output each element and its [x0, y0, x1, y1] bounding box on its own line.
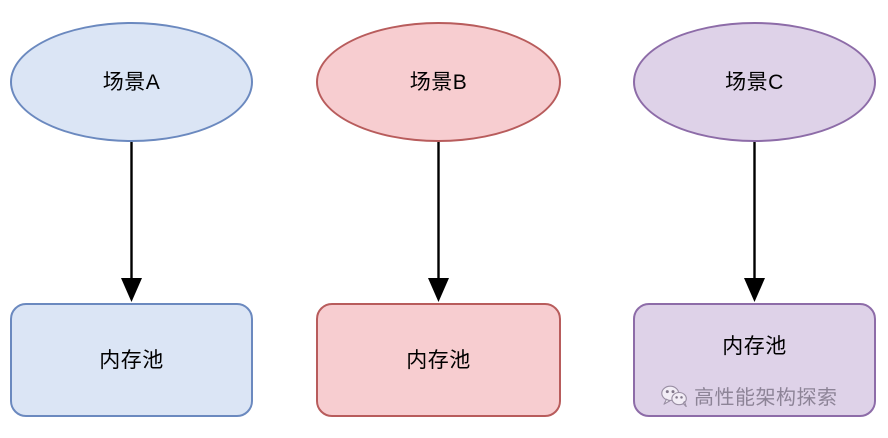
node-memory-pool-b[interactable]: 内存池: [316, 303, 561, 417]
node-scenario-c[interactable]: 场景C: [633, 22, 876, 142]
node-memory-pool-a[interactable]: 内存池: [10, 303, 253, 417]
edge-scenario-c-to-pool: [744, 142, 765, 302]
edge-scenario-a-to-pool: [121, 142, 142, 302]
arrowhead-icon: [744, 278, 765, 302]
node-scenario-b[interactable]: 场景B: [316, 22, 561, 142]
wechat-icon: [661, 385, 687, 407]
edge-scenario-b-to-pool: [428, 142, 449, 302]
arrowhead-icon: [428, 278, 449, 302]
flow-column-scenario-b: 场景B 内存池: [316, 0, 561, 438]
node-label-memory-pool-c: 内存池: [722, 334, 787, 358]
watermark: 高性能架构探索: [661, 381, 838, 410]
watermark-text: 高性能架构探索: [694, 385, 838, 409]
node-label-memory-pool-a: 内存池: [99, 348, 164, 372]
node-label-scenario-a: 场景A: [102, 70, 161, 94]
node-label-scenario-b: 场景B: [409, 70, 468, 94]
node-scenario-a[interactable]: 场景A: [10, 22, 253, 142]
arrowhead-icon: [121, 278, 142, 302]
flow-column-scenario-a: 场景A 内存池: [10, 0, 253, 438]
node-label-memory-pool-b: 内存池: [406, 348, 471, 372]
flow-column-scenario-c: 场景C 内存池: [633, 0, 876, 438]
node-label-scenario-c: 场景C: [725, 70, 784, 94]
